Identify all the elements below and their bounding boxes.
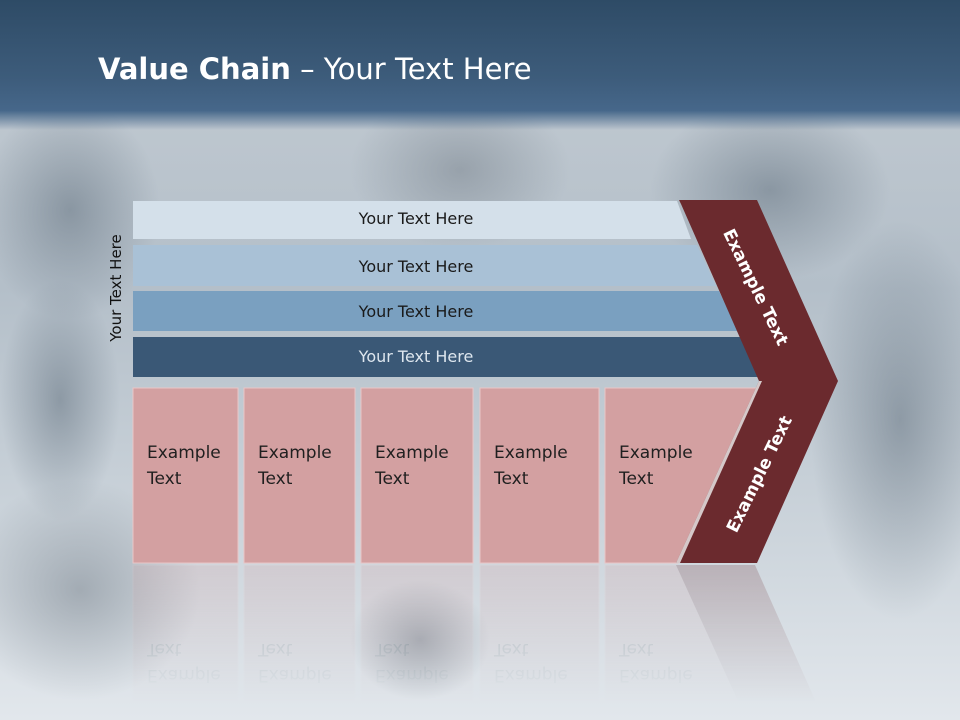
cell-2-line2: Text [257,469,293,489]
cell-3-line2: Text [374,469,410,489]
reflection-cell-2-line2: Text [257,639,293,659]
reflection: ExampleTextExampleTextExampleTextExample… [132,564,824,720]
reflection-cell-4-text: Example Text [493,639,568,685]
chevron-highlight [676,381,762,563]
cell-4-box [479,387,600,564]
reflection-cell-3-text: Example Text [374,639,449,685]
reflection-cell-5-line2: Text [618,639,654,659]
row-3-label: Your Text Here [358,302,474,321]
slide-title: Value Chain – Your Text Here [98,52,532,86]
row-4-bar [133,337,763,377]
reflection-cell-5-text: Example Text [618,639,693,685]
reflection-cell-2-text: Example Text [257,639,332,685]
cell-3-line1: Example [375,443,449,463]
row-4: Your Text Here [133,337,763,377]
reflection-cell-1-text: Example Text [146,639,221,685]
reflection-cell-3-line1: Example [375,665,449,685]
reflection-cell-4-line1: Example [494,665,568,685]
row-4-label: Your Text Here [358,347,474,366]
row-2: Your Text Here [133,245,716,286]
row-1-label: Your Text Here [358,209,474,228]
row-1: Your Text Here [133,201,691,239]
cell-3-box [360,387,474,564]
reflection-cell-3-line2: Text [374,639,410,659]
row-2-bar [133,245,716,286]
cell-5-line1: Example [619,443,693,463]
slide-title-bold: Value Chain [98,52,291,86]
row-1-bar [133,201,691,239]
reflection-chevron-lower [676,565,824,720]
reflection-cell-5-line1: Example [619,665,693,685]
reflection-cells [132,564,752,720]
activity-cells: ExampleTextExampleTextExampleTextExample… [132,387,761,564]
reflection-cell-1-line1: Example [147,665,221,685]
reflection-texts: ExampleTextExampleTextExampleTextExample… [146,639,693,685]
cell-1-line2: Text [146,469,182,489]
row-3-bar [133,291,738,331]
cell-1-line1: Example [147,443,221,463]
chevron: Example Text Example Text [676,200,838,563]
reflection-cell-4 [479,564,600,720]
reflection-cell-5 [604,564,752,720]
cell-1-box [132,387,239,564]
cell-2-line1: Example [258,443,332,463]
reflection-cell-1-line2: Text [146,639,182,659]
row-2-label: Your Text Here [358,257,474,276]
reflection-cell-3 [360,564,474,720]
cell-2-box [243,387,356,564]
reflection-cell-2-line1: Example [258,665,332,685]
reflection-cell-1 [132,564,239,720]
cell-4-line1: Example [494,443,568,463]
row-3: Your Text Here [133,291,738,331]
reflection-cell-2 [243,564,356,720]
title-bar [0,0,960,130]
row-bars: Your Text Here Your Text Here Your Text … [133,201,763,377]
chevron-shape [676,200,838,563]
cell-5-line2: Text [618,469,654,489]
cell-4-line2: Text [493,469,529,489]
slide-title-rest: – Your Text Here [290,52,532,86]
reflection-cell-4-line2: Text [493,639,529,659]
